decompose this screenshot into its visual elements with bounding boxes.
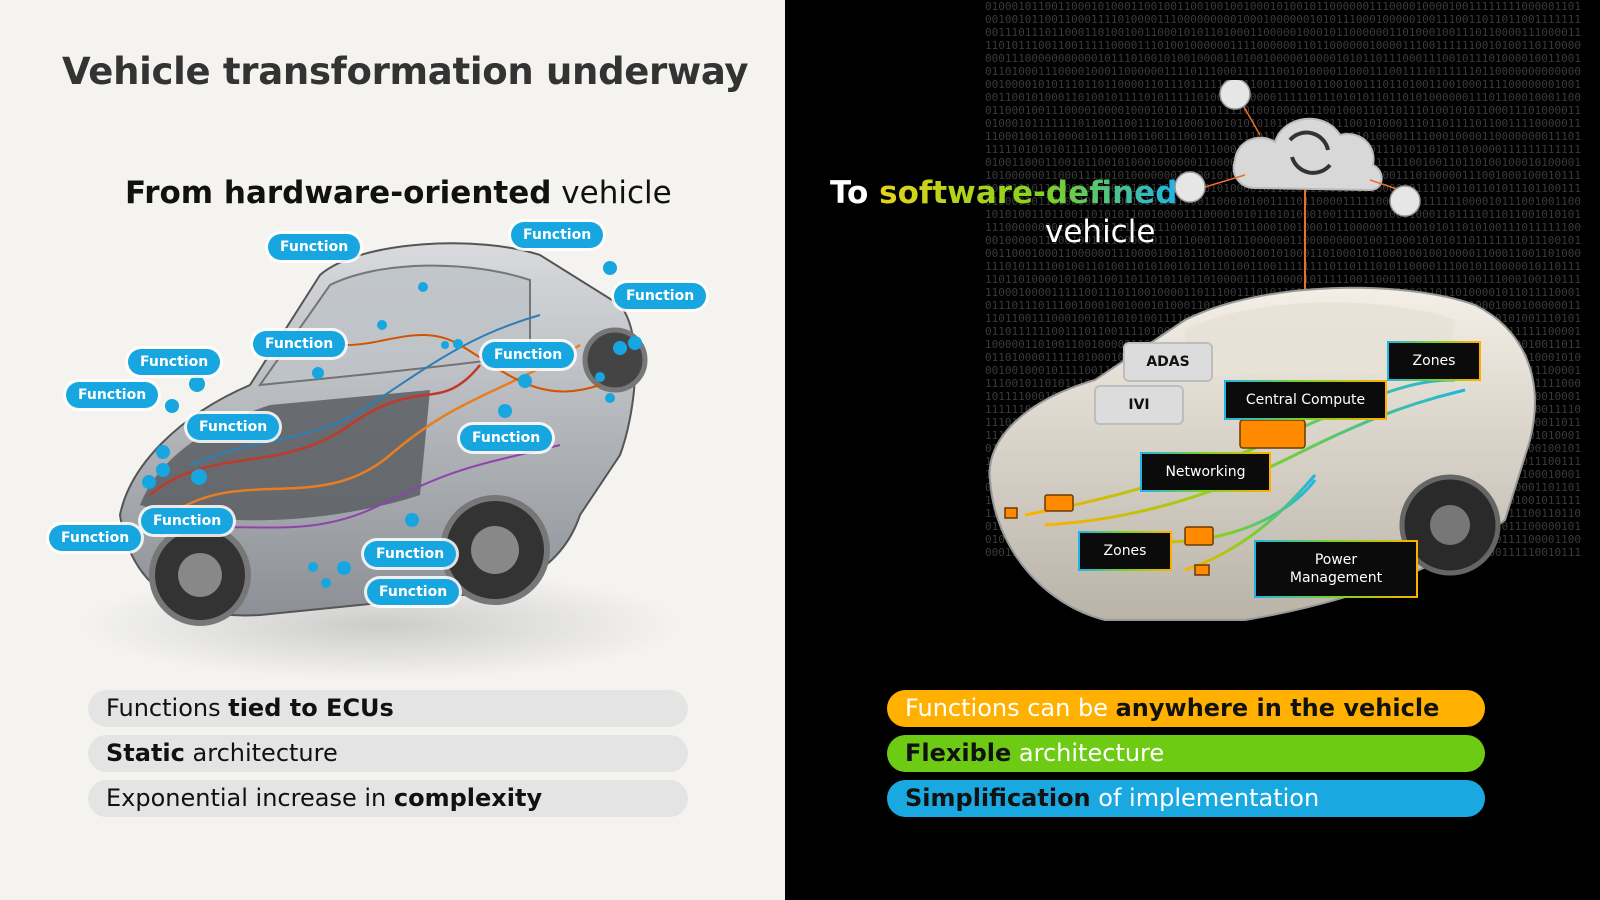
right-bar-anywhere: Functions can be anywhere in the vehicle bbox=[887, 690, 1485, 727]
networking-label: Networking bbox=[1140, 452, 1271, 492]
bar-text: Functions can be bbox=[905, 694, 1116, 722]
bar-text: architecture bbox=[184, 739, 338, 767]
right-heading-line2: vehicle bbox=[1045, 214, 1156, 250]
slide-title: Vehicle transformation underway bbox=[62, 50, 749, 93]
ivi-label: IVI bbox=[1094, 385, 1184, 425]
bar-text-bold: anywhere bbox=[1115, 694, 1249, 722]
bar-text-bold: in the vehicle bbox=[1248, 694, 1440, 722]
cloud-icon bbox=[1232, 117, 1383, 192]
function-tag: Function bbox=[511, 222, 604, 248]
zones-label-top: Zones bbox=[1387, 341, 1481, 381]
bar-text: Exponential increase in bbox=[106, 784, 394, 812]
left-bar-static: Static architecture bbox=[88, 735, 688, 772]
bar-text: Functions bbox=[106, 694, 229, 722]
function-tag: Function bbox=[141, 508, 234, 534]
left-heading-bold: From hardware-oriented bbox=[125, 175, 552, 211]
left-heading: From hardware-oriented vehicle bbox=[125, 175, 672, 211]
right-heading: To software-defined bbox=[830, 175, 1177, 211]
adas-label: ADAS bbox=[1123, 342, 1213, 382]
bar-text: of implementation bbox=[1090, 784, 1320, 812]
function-tag: Function bbox=[460, 425, 553, 451]
left-heading-rest: vehicle bbox=[551, 175, 672, 211]
bar-text-bold: tied to ECUs bbox=[228, 694, 394, 722]
function-tag: Function bbox=[367, 579, 460, 605]
central-compute-label: Central Compute bbox=[1224, 380, 1387, 420]
bar-text-bold: Simplification bbox=[905, 784, 1091, 812]
zones-label-bottom: Zones bbox=[1078, 531, 1172, 571]
right-heading-to: To bbox=[830, 175, 880, 211]
function-tag: Function bbox=[66, 382, 159, 408]
right-heading-gradient: software-defined bbox=[879, 175, 1178, 211]
right-bar-simplification: Simplification of implementation bbox=[887, 780, 1485, 817]
function-tag: Function bbox=[253, 331, 346, 357]
power-line2: Management bbox=[1289, 570, 1383, 586]
bar-text-bold: Flexible bbox=[905, 739, 1012, 767]
function-tag: Function bbox=[187, 414, 280, 440]
power-line1: Power bbox=[1314, 552, 1358, 568]
left-bar-complexity: Exponential increase in complexity bbox=[88, 780, 688, 817]
function-tag: Function bbox=[614, 283, 707, 309]
bar-text-bold: Static bbox=[106, 739, 185, 767]
function-tag: Function bbox=[268, 234, 361, 260]
hardware-car-illustration bbox=[80, 242, 680, 680]
function-tag: Function bbox=[128, 349, 221, 375]
function-tag: Function bbox=[482, 342, 575, 368]
bar-text: architecture bbox=[1011, 739, 1165, 767]
left-bar-ecus: Functions tied to ECUs bbox=[88, 690, 688, 727]
right-bar-flexible: Flexible architecture bbox=[887, 735, 1485, 772]
function-tag: Function bbox=[364, 541, 457, 567]
user-icon bbox=[1174, 80, 1421, 217]
bar-text-bold: complexity bbox=[393, 784, 543, 812]
function-tag: Function bbox=[49, 525, 142, 551]
